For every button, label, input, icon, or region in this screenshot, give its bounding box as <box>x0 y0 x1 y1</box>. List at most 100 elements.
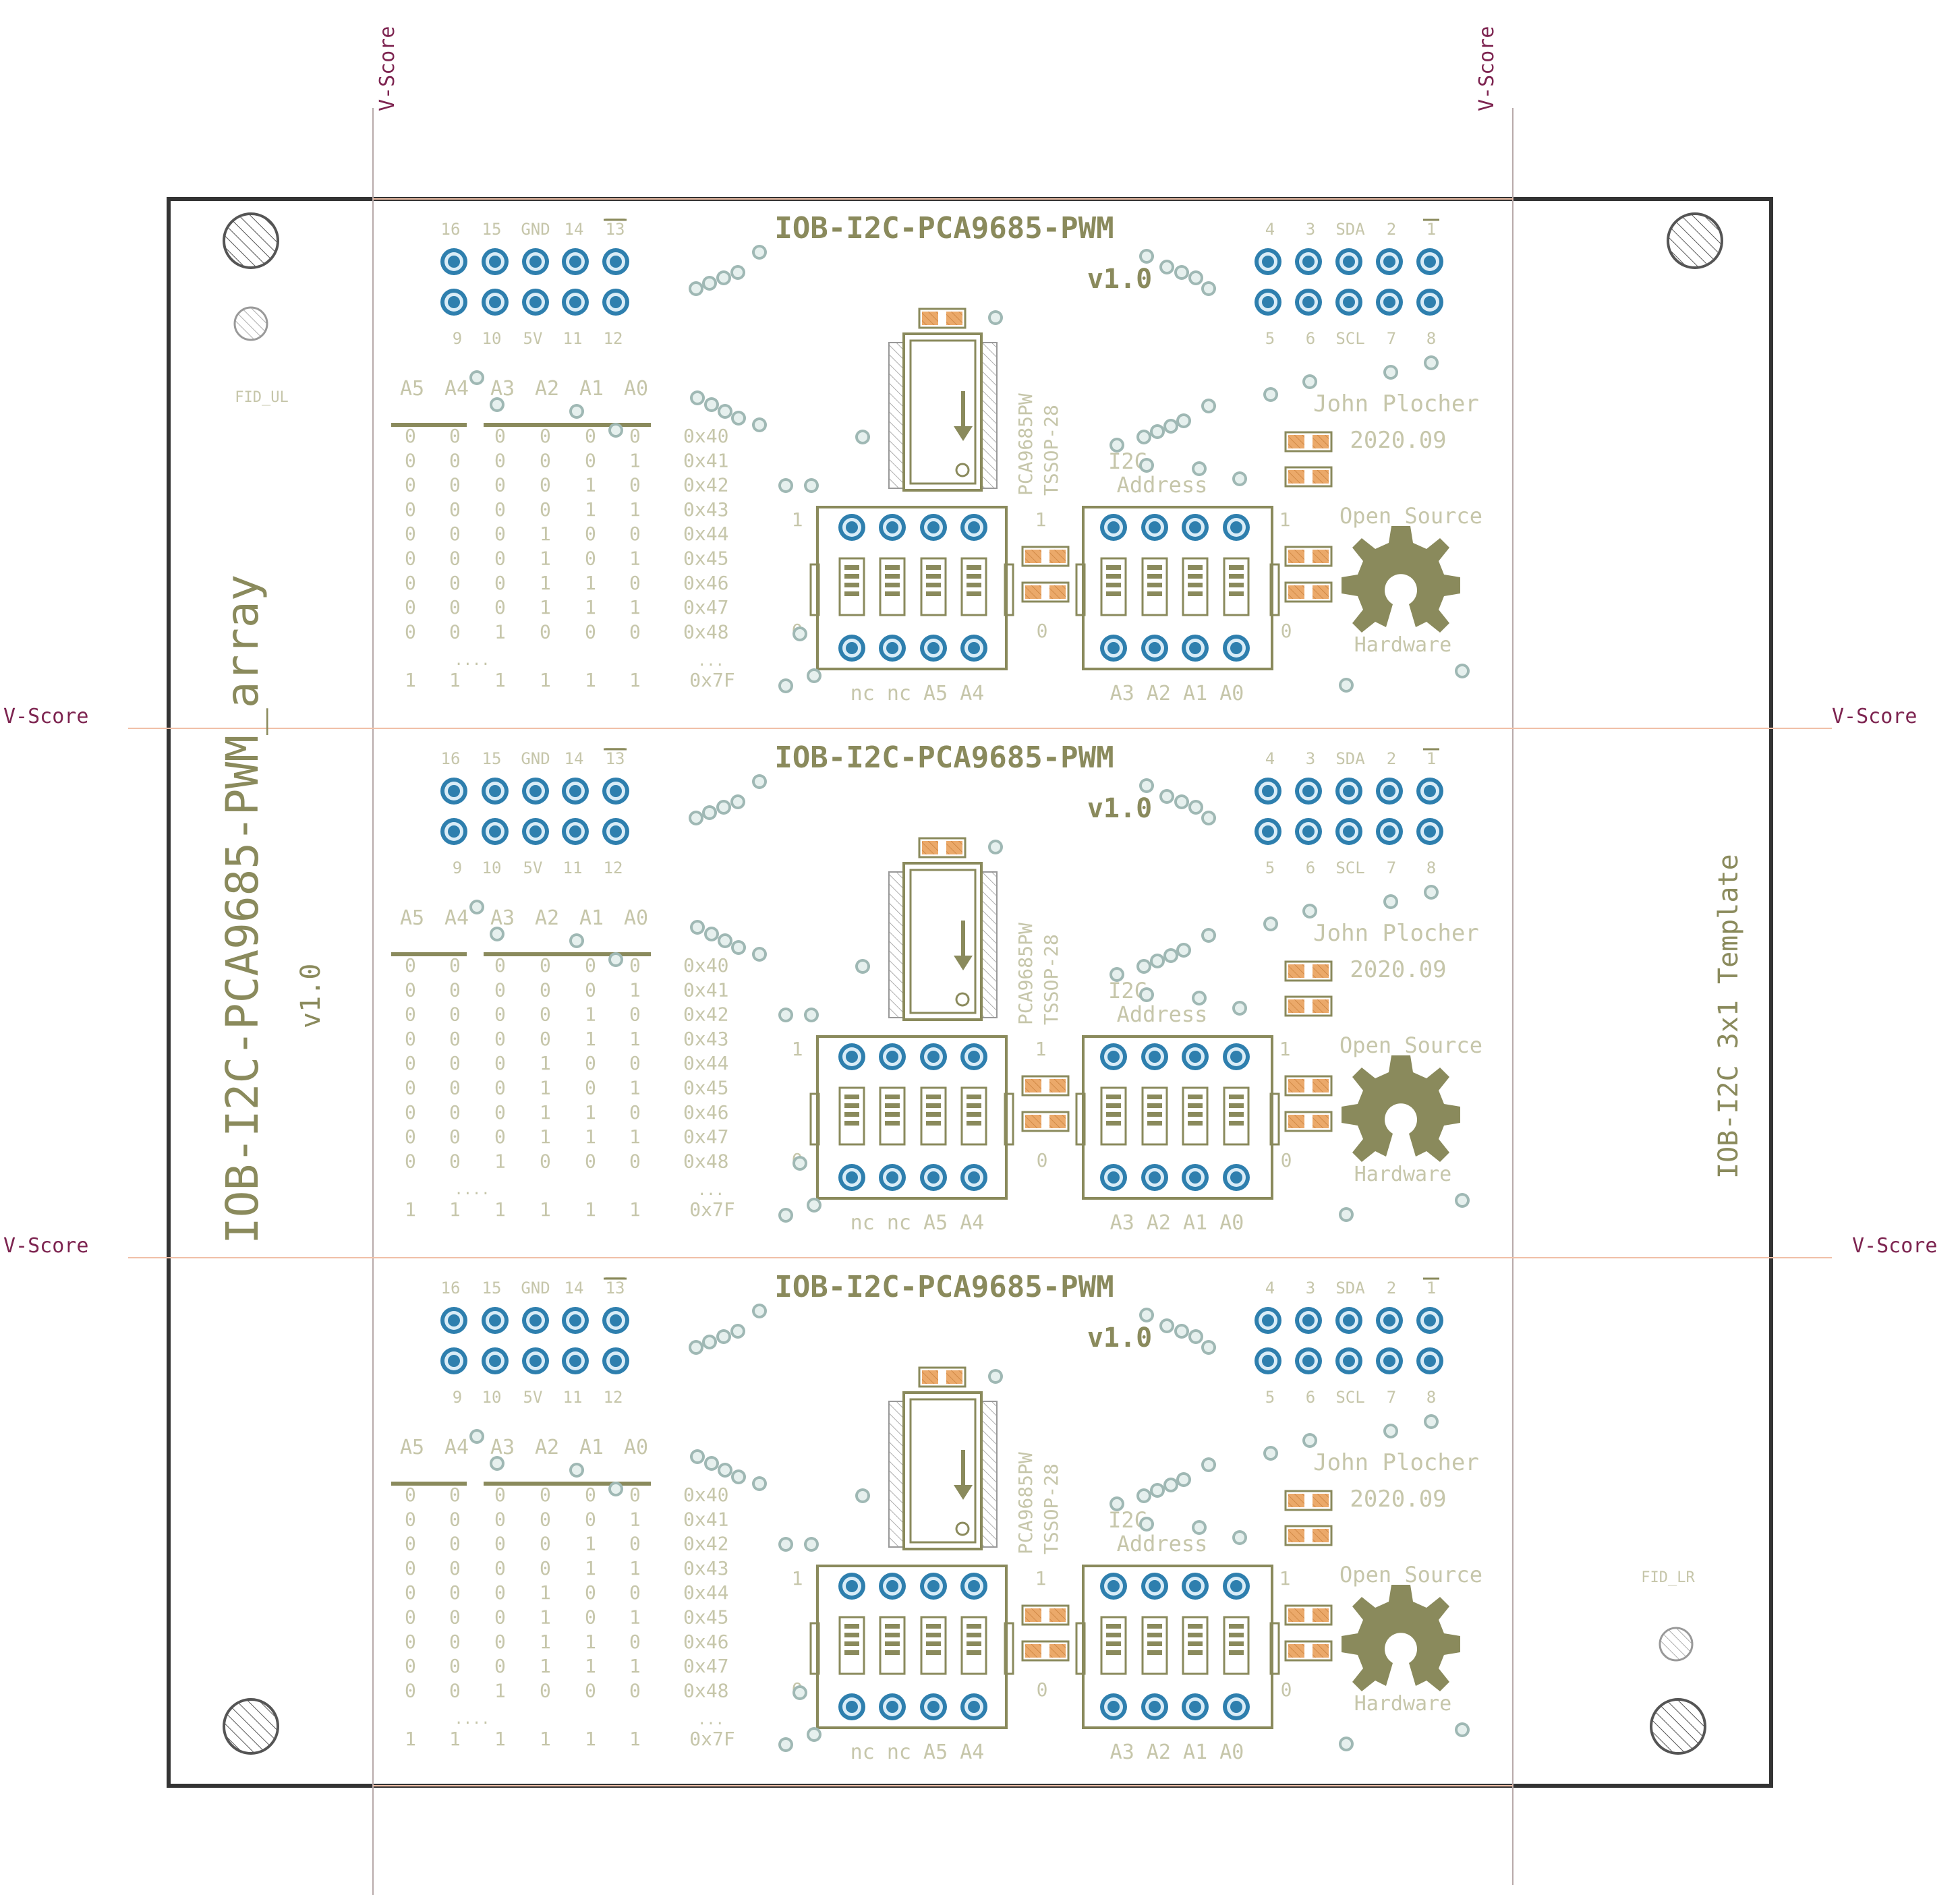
addr-cell: 0 <box>405 1126 416 1148</box>
hex-value: 0x48 <box>683 1150 728 1172</box>
addr-cell: 0 <box>405 1101 416 1124</box>
addr-cell: 0 <box>405 1028 416 1050</box>
left-header-bottom-label: 11 <box>563 329 583 348</box>
addr-cell: 0 <box>585 1077 596 1099</box>
addr-cell: 0 <box>540 954 551 976</box>
addr-header: A2 <box>535 377 559 401</box>
oshw-bottom-label: Hardware <box>1354 1163 1452 1186</box>
addr-cell: 0 <box>494 1655 506 1677</box>
right-header-bottom-label: 7 <box>1387 858 1396 877</box>
addr-cell: 1 <box>629 548 641 570</box>
pca9685-chip: PCA9685PW TSSOP-28 <box>855 308 1062 496</box>
sw2-pins: A3 A2 A1 A0 <box>1110 682 1244 705</box>
addr-header: A2 <box>535 1436 559 1459</box>
addr-cell: 1 <box>494 1150 506 1172</box>
addr-last-cell: 1 <box>585 1198 596 1221</box>
address-label: Address <box>1117 1001 1208 1027</box>
addr-cell: 0 <box>405 1557 416 1579</box>
vscore-label-left-2: V-Score <box>3 1234 88 1258</box>
left-header-top-label: GND <box>521 220 550 239</box>
addr-cell: 0 <box>449 1581 461 1604</box>
addr-cell: 0 <box>494 1557 506 1579</box>
addr-cell: 0 <box>494 523 506 545</box>
right-header-top-label: 2 <box>1387 749 1396 768</box>
addr-cell: 1 <box>629 1655 641 1677</box>
fid-ul-label: FID_UL <box>235 389 288 406</box>
addr-cell: 0 <box>449 449 461 471</box>
addr-last-cell: 1 <box>540 669 551 691</box>
addr-cell: 1 <box>629 498 641 521</box>
addr-cell: 0 <box>449 474 461 496</box>
mounting-hole-lr <box>1650 1698 1706 1755</box>
hex-value: 0x45 <box>683 1077 728 1099</box>
addr-cell: 1 <box>494 620 506 643</box>
addr-cell: 0 <box>540 1533 551 1555</box>
left-header-bottom-label: 9 <box>453 858 462 877</box>
addr-cell: 0 <box>494 1508 506 1530</box>
right-header-top-label: SDA <box>1335 1279 1365 1298</box>
addr-cell: 0 <box>540 498 551 521</box>
addr-cell: 0 <box>629 425 641 447</box>
addr-cell: 0 <box>449 523 461 545</box>
addr-cell: 0 <box>494 1028 506 1050</box>
addr-cell: 0 <box>449 1508 461 1530</box>
addr-cell: 0 <box>449 1028 461 1050</box>
addr-cell: 1 <box>629 1077 641 1099</box>
addr-cell: 0 <box>494 1533 506 1555</box>
addr-cell: 0 <box>405 548 416 570</box>
right-header-top-label: 1 <box>1426 749 1436 768</box>
right-header-bottom-label: 8 <box>1426 858 1436 877</box>
addr-cell: 0 <box>449 1606 461 1629</box>
addr-cell: 0 <box>629 1581 641 1604</box>
addr-cell: 1 <box>540 596 551 618</box>
right-header-top-label: 3 <box>1306 1279 1315 1298</box>
hex-last: 0x7F <box>689 1728 734 1750</box>
hex-value: 0x40 <box>683 954 728 976</box>
addr-cell: 1 <box>629 1126 641 1148</box>
hex-value: 0x41 <box>683 979 728 1001</box>
addr-cell: 0 <box>405 979 416 1001</box>
module-board: IOB-I2C-PCA9685-PWM v1.0 16 15 GND 14 13… <box>391 740 1482 1235</box>
addr-header: A3 <box>490 377 515 401</box>
addr-cell: 0 <box>629 1679 641 1701</box>
fiducial-ul <box>233 306 268 341</box>
addr-cell: 0 <box>449 1126 461 1148</box>
addr-cell: 0 <box>585 425 596 447</box>
left-header-top-label: 13 <box>606 749 625 768</box>
addr-cell: 0 <box>494 1484 506 1506</box>
chip-package: TSSOP-28 <box>1040 405 1062 496</box>
addr-cell: 1 <box>540 548 551 570</box>
vscore-label-top-left: V-Score <box>376 26 399 111</box>
pca9685-chip: PCA9685PW TSSOP-28 <box>855 837 1062 1025</box>
addr-cell: 0 <box>405 1003 416 1026</box>
addr-cell: 0 <box>585 548 596 570</box>
hex-value: 0x47 <box>683 596 728 618</box>
addr-cell: 0 <box>629 1150 641 1172</box>
addr-cell: 0 <box>494 1003 506 1026</box>
hex-value: 0x41 <box>683 1508 728 1530</box>
addr-cell: 0 <box>494 474 506 496</box>
left-header-top-label: 13 <box>606 1279 625 1298</box>
hex-value: 0x43 <box>683 498 728 521</box>
date: 2020.09 <box>1350 956 1446 983</box>
hex-value: 0x45 <box>683 1606 728 1629</box>
addr-cell: 0 <box>405 1077 416 1099</box>
chip-name: PCA9685PW <box>1014 923 1037 1025</box>
hex-value: 0x40 <box>683 425 728 447</box>
hex-value: 0x43 <box>683 1028 728 1050</box>
module-board: IOB-I2C-PCA9685-PWM v1.0 16 15 GND 14 13… <box>391 211 1482 705</box>
addr-cell: 0 <box>449 1052 461 1074</box>
sw1-pins: nc nc A5 A4 <box>851 1741 985 1764</box>
right-header-bottom-label: 7 <box>1387 329 1396 348</box>
sw2-one-label: 1 <box>1035 1567 1047 1590</box>
addr-cell: 1 <box>540 1606 551 1629</box>
addr-header: A0 <box>624 377 648 401</box>
addr-cell: 0 <box>494 425 506 447</box>
addr-cell: 0 <box>494 954 506 976</box>
addr-cell: 0 <box>405 954 416 976</box>
fiducial-lr <box>1659 1627 1694 1662</box>
addr-cell: 0 <box>405 572 416 594</box>
left-header-top-label: 13 <box>606 220 625 239</box>
